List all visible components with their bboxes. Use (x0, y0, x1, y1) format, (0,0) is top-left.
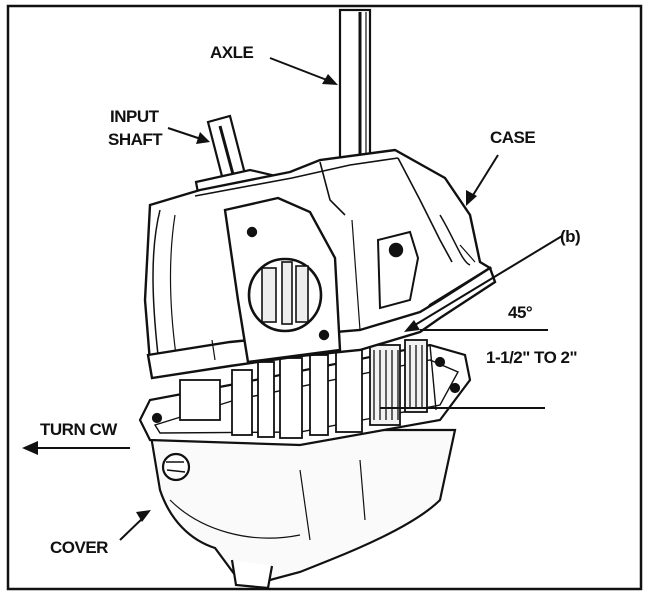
drain-plug (161, 452, 191, 482)
axle (338, 8, 372, 172)
case-label: CASE (490, 128, 535, 147)
case-housing (143, 148, 497, 380)
b-label: (b) (560, 227, 580, 246)
arrowheads (22, 74, 477, 522)
callout-lines (34, 57, 563, 541)
internal-gear-train (179, 339, 428, 439)
input-shaft-label-line1: INPUT (110, 107, 160, 126)
turn-cw-label: TURN CW (40, 420, 118, 439)
axle-label: AXLE (210, 43, 254, 62)
axle-leader (269, 57, 333, 83)
diagram-frame (6, 4, 643, 591)
cover-label: COVER (50, 538, 108, 557)
angle-label: 45° (508, 303, 533, 322)
case-leader (469, 154, 499, 201)
b-leader (409, 235, 563, 329)
input-shaft-label-line2: SHAFT (108, 130, 163, 149)
measurement-label: 1-1/2" TO 2" (486, 348, 577, 367)
